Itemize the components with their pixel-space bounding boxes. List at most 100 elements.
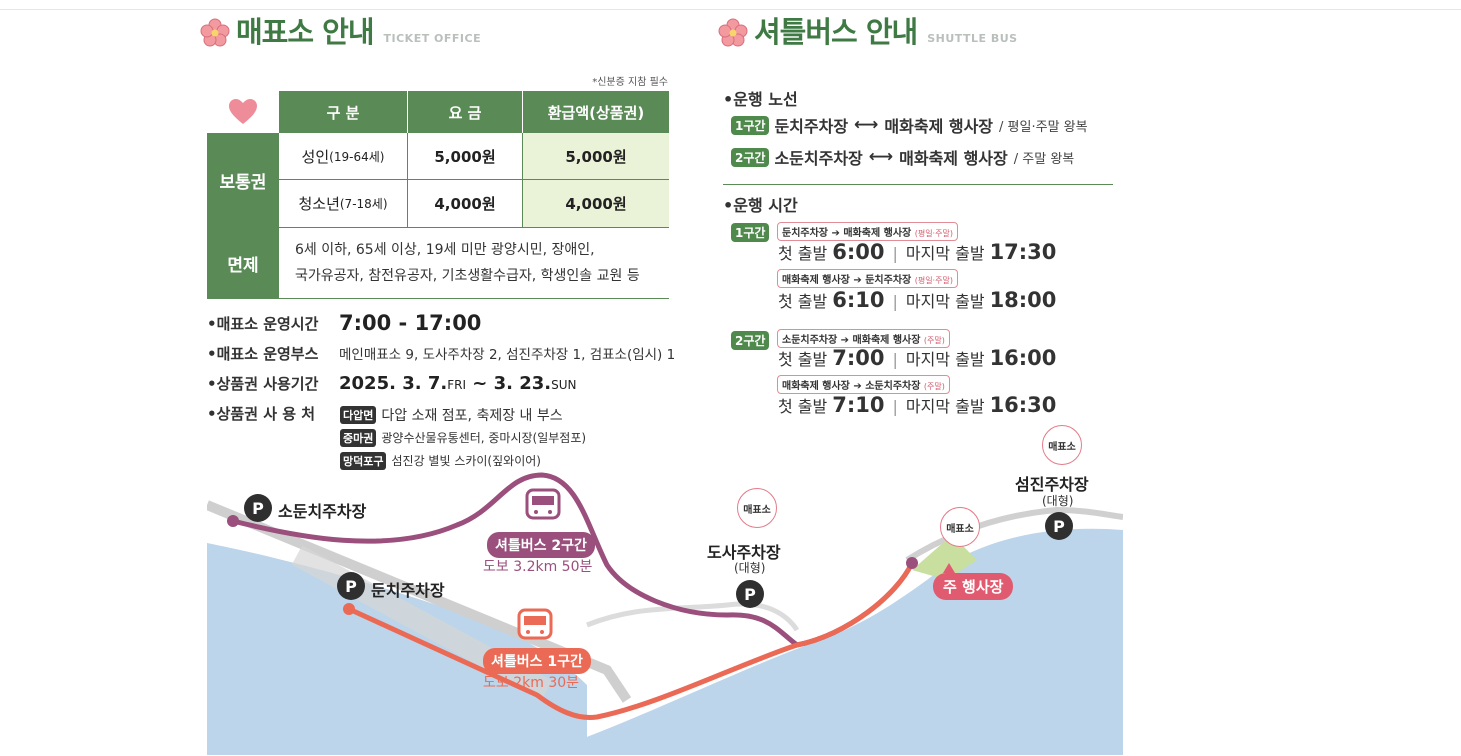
voucher-period-label: •상품권 사용기간 <box>207 374 319 393</box>
exempt-line-2: 국가유공자, 참전유공자, 기초생활수급자, 학생인솔 교원 등 <box>295 268 640 284</box>
exempt-label: 면제 <box>207 228 279 298</box>
shuttle-title-en: SHUTTLE BUS <box>927 32 1018 45</box>
age-youth: (7-18세) <box>339 197 388 211</box>
route-2-start <box>227 515 239 527</box>
ticket-office-title-en: TICKET OFFICE <box>383 32 482 45</box>
bus-1-icon <box>517 608 553 640</box>
bus-2-label: 셔틀버스 2구간 <box>487 532 595 558</box>
schedule-1-first: 6:00 <box>832 240 885 264</box>
list-item: 망덕포구 섬진강 별빛 스카이(짚와이어) <box>340 449 586 472</box>
schedule-1-direction: 둔치주차장 ➔ 매화축제 행사장 (평일·주말) <box>777 222 958 241</box>
plum-blossom-icon <box>200 18 230 47</box>
route-2-note: / 주말 왕복 <box>1013 151 1075 167</box>
river <box>537 528 1123 755</box>
voucher-text-mangdeok: 섬진강 별빛 스카이(짚와이어) <box>391 454 541 468</box>
voucher-tag-dapmyeon: 다압면 <box>340 405 377 424</box>
schedule-2-last: 18:00 <box>989 288 1057 312</box>
id-notice: *신분증 지참 필수 <box>592 77 668 88</box>
ticket-booth-bubble: 매표소 <box>737 488 777 528</box>
route-2-to: 매화축제 행사장 <box>899 149 1008 168</box>
route-1-to: 매화축제 행사장 <box>884 117 994 136</box>
bus-1-distance: 도보 2km 30분 <box>483 675 580 691</box>
route-2-pill: 2구간 <box>731 147 770 167</box>
double-arrow-icon: ⟷ <box>868 147 894 167</box>
booths-value: 메인매표소 9, 도사주차장 2, 섬진주차장 1, 검표소(임시) 1 <box>339 347 676 363</box>
schedule-2-direction: 매화축제 행사장 ➔ 둔치주차장 (평일·주말) <box>777 269 958 288</box>
double-arrow-icon: ⟷ <box>854 115 879 135</box>
ticket-booth-bubble: 매표소 <box>940 507 980 547</box>
shuttle-divider <box>723 184 1113 185</box>
schedule-1-pill: 1구간 <box>731 223 770 242</box>
schedule-4-first: 7:10 <box>832 393 885 417</box>
list-item: 중마권 광양수산물유통센터, 중마시장(일부점포) <box>340 426 586 449</box>
parking-icon: P <box>1045 512 1073 540</box>
ticket-price-table: 구 분 요 금 환급액(상품권) 보통권 성인(19-64세) 5,000원 5… <box>207 91 669 299</box>
hours-value: 7:00 - 17:00 <box>339 311 482 335</box>
top-divider <box>0 9 1461 10</box>
road <box>205 500 632 703</box>
table-row: 성인(19-64세) 5,000원 5,000원 <box>279 133 669 180</box>
schedule-3-direction: 소둔치주차장 ➔ 매화축제 행사장 (주말) <box>777 329 950 348</box>
route-1-start <box>343 603 355 615</box>
bus-2-icon <box>525 488 561 520</box>
route-2: 2구간 소둔치주차장 ⟷ 매화축제 행사장 / 주말 왕복 <box>731 145 1074 169</box>
schedule-3-last: 16:00 <box>989 346 1057 370</box>
voucher-end: 3. 23. <box>493 372 552 394</box>
schedule-2-first: 6:10 <box>832 288 885 312</box>
voucher-end-day: SUN <box>551 377 577 392</box>
ticket-office-title: 매표소 안내 TICKET OFFICE <box>200 16 481 48</box>
so-dunchi-label: 소둔치주차장 <box>278 502 367 521</box>
route-1-line <box>346 560 915 721</box>
shuttle-title-text: 셔틀버스 안내 <box>754 15 918 49</box>
voucher-start-day: FRI <box>447 377 466 392</box>
schedule-3-pill: 2구간 <box>731 331 770 350</box>
table-header-refund: 환급액(상품권) <box>522 91 669 133</box>
schedule-1-last: 17:30 <box>989 240 1057 264</box>
list-item: •상품권 사용기간 2025. 3. 7.FRI ~ 3. 23.SUN <box>207 368 677 398</box>
bus-1-label: 셔틀버스 1구간 <box>483 648 591 674</box>
route-1-pill: 1구간 <box>731 115 770 135</box>
time-header: •운행 시간 <box>723 196 798 215</box>
age-adult: (19-64세) <box>329 149 385 164</box>
ticket-booth-bubble: 매표소 <box>1042 425 1082 465</box>
category-adult: 성인 <box>301 147 330 166</box>
voucher-tag-jungma: 중마권 <box>340 428 377 447</box>
dunchi-label: 둔치주차장 <box>371 581 445 600</box>
seomjin-label: 섬진주차장 <box>1015 475 1089 494</box>
ticket-office-title-text: 매표소 안내 <box>236 15 374 49</box>
voucher-places-label: •상품권 사 용 처 <box>207 404 316 423</box>
voucher-start: 2025. 3. 7. <box>339 372 448 394</box>
river <box>207 543 587 755</box>
voucher-text-jungma: 광양수산물유통센터, 중마시장(일부점포) <box>381 431 587 445</box>
parking-icon: P <box>337 572 365 600</box>
venue-pin <box>943 563 955 573</box>
voucher-tilde: ~ <box>465 372 494 394</box>
route-1: 1구간 둔치주차장 ⟷ 매화축제 행사장 / 평일·주말 왕복 <box>731 113 1088 137</box>
fee-youth: 4,000원 <box>407 180 522 227</box>
refund-youth: 4,000원 <box>522 180 669 227</box>
list-item: •매표소 운영시간 7:00 - 17:00 <box>207 308 677 338</box>
booths-label: •매표소 운영부스 <box>207 344 319 363</box>
route-2-from: 소둔치주차장 <box>774 149 863 168</box>
main-venue-label: 주 행사장 <box>933 573 1014 600</box>
table-header-fee: 요 금 <box>407 91 522 133</box>
schedule-3-first: 7:00 <box>832 346 885 370</box>
voucher-text-dapmyeon: 다압 소재 점포, 축제장 내 부스 <box>381 407 563 424</box>
refund-adult: 5,000원 <box>522 133 669 179</box>
shuttle-map: P 소둔치주차장 P 둔치주차장 셔틀버스 2구간 도보 3.2km 50분 셔… <box>205 425 1124 755</box>
venue-point <box>906 557 918 569</box>
dosa-label: 도사주차장 <box>707 543 781 562</box>
route-1-note: / 평일·주말 왕복 <box>999 119 1088 135</box>
route-1-from: 둔치주차장 <box>774 117 849 136</box>
shuttle-title: 셔틀버스 안내 SHUTTLE BUS <box>718 16 1018 48</box>
list-item: 다압면 다압 소재 점포, 축제장 내 부스 <box>340 403 586 426</box>
schedule-4-last: 16:30 <box>989 393 1057 417</box>
road <box>905 506 1124 563</box>
list-item: •상품권 사 용 처 <box>207 398 677 428</box>
bus-2-distance: 도보 3.2km 50분 <box>483 559 593 575</box>
regular-ticket-label: 보통권 <box>207 133 279 227</box>
